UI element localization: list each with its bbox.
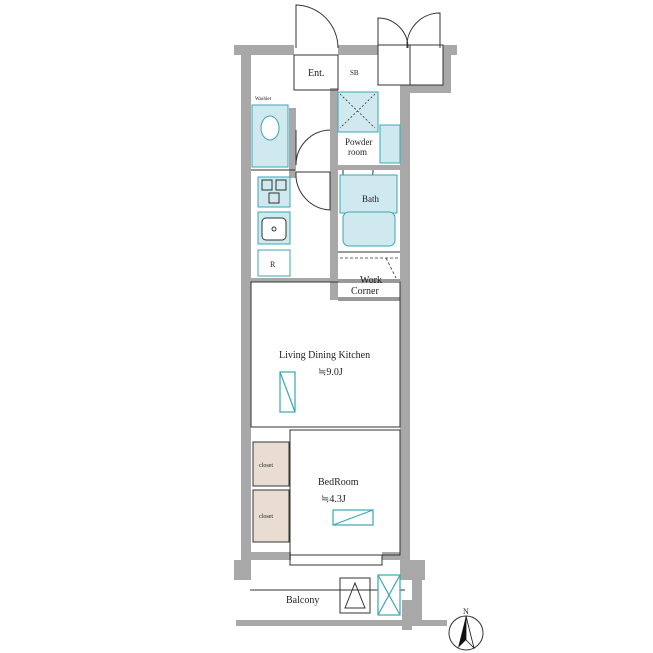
closet-upper-label: closet: [259, 463, 273, 469]
washer-pan-icon: [339, 93, 376, 129]
washlet-label: Washlet: [255, 97, 272, 102]
stove-icon: [261, 179, 287, 204]
entrance-label: Ent.: [308, 68, 324, 79]
closet-lower-label: closet: [259, 514, 273, 520]
outdoor-unit-icon: [339, 577, 371, 614]
bedroom-label: BedRoom: [318, 477, 359, 488]
ldk-label: Living Dining Kitchen: [279, 350, 370, 361]
walls: [234, 45, 457, 630]
powder-room-label-2: room: [348, 147, 367, 157]
work-corner-shelf: [340, 257, 398, 279]
bath-label: Bath: [362, 194, 379, 204]
interior-lines: [250, 54, 405, 591]
ldk-size-label: ≒9.0J: [318, 367, 343, 378]
closets: [252, 441, 290, 543]
north-compass-icon: N: [448, 607, 484, 651]
shoe-box-label: SB: [350, 69, 359, 77]
balcony-label: Balcony: [286, 595, 319, 606]
fixtures: [251, 91, 401, 277]
powder-room-label: Powder: [345, 137, 373, 147]
refrigerator-label: R: [270, 260, 276, 269]
window-markers: [279, 371, 401, 616]
north-label: N: [463, 607, 469, 616]
work-corner-label-2: Corner: [351, 286, 379, 297]
sink-icon: [261, 217, 287, 241]
bedroom-size-label: ≒4.3J: [321, 494, 346, 505]
work-corner-label: Work: [360, 275, 382, 286]
